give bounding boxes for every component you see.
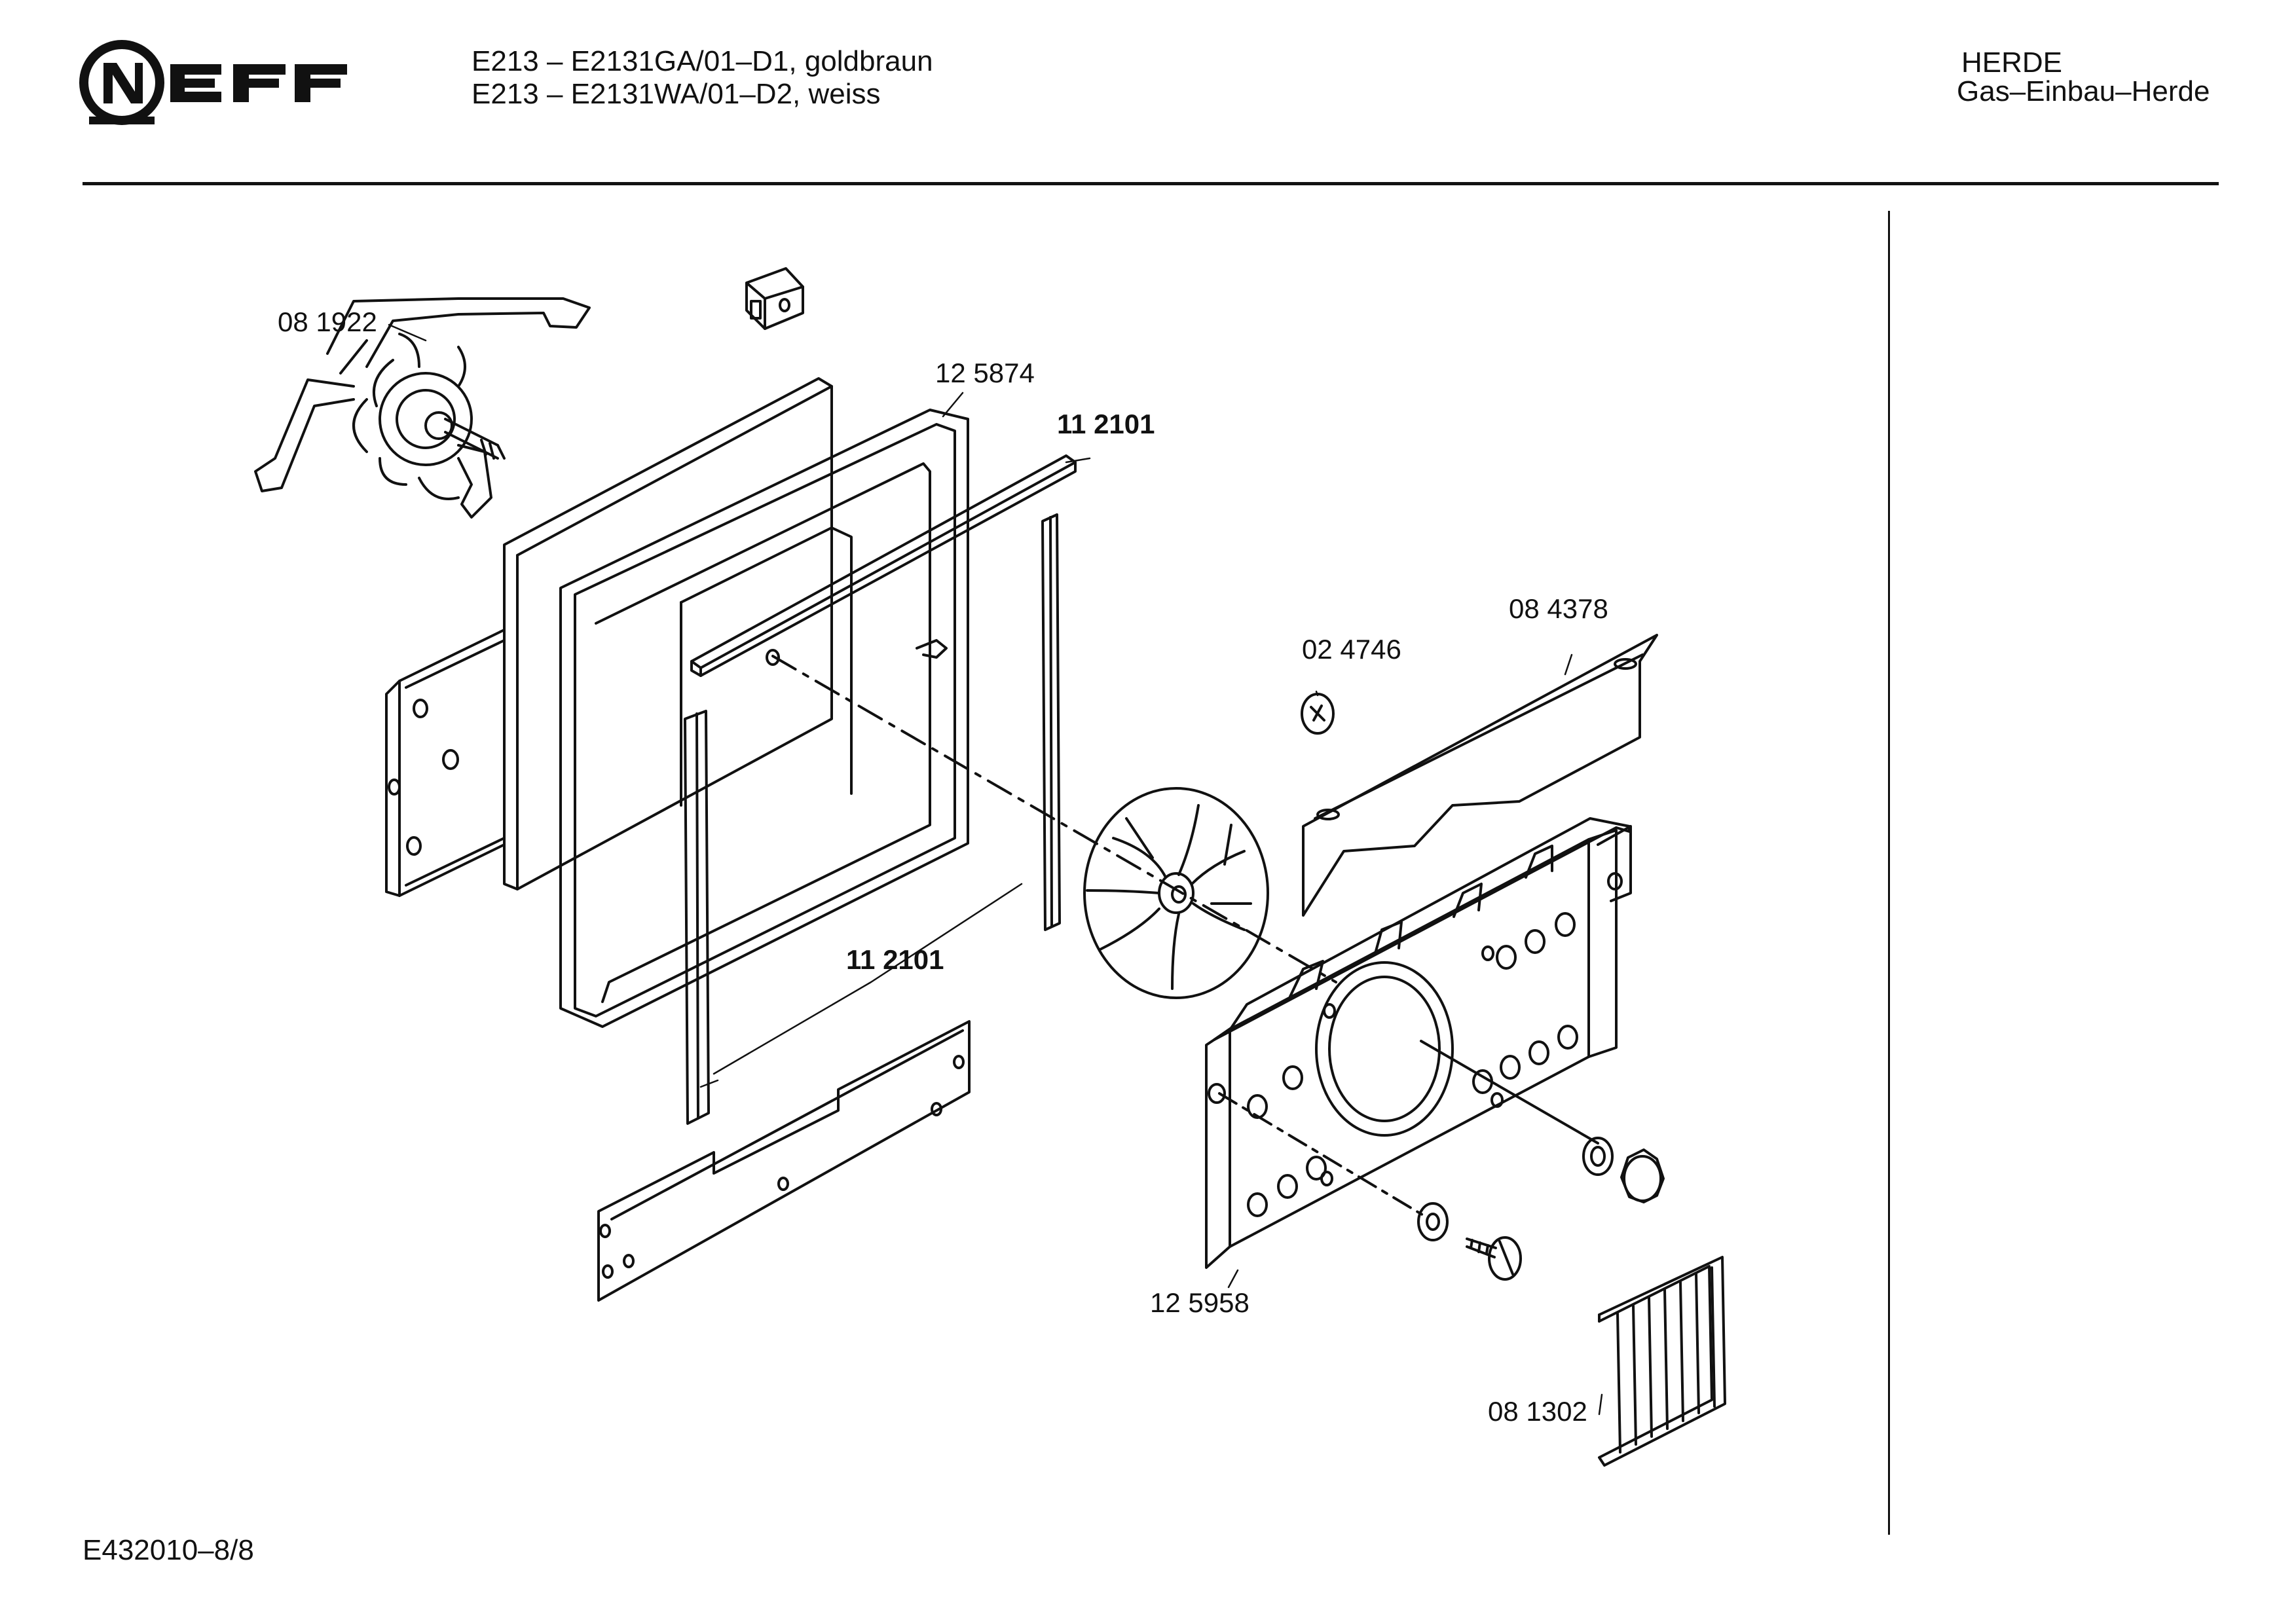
neff-logo-graphic bbox=[79, 40, 347, 125]
label-washer: 02 4746 bbox=[1302, 634, 1401, 665]
clip-block-part bbox=[745, 267, 804, 330]
label-side-seals: 11 2101 bbox=[846, 944, 944, 975]
door-frame-part bbox=[559, 409, 969, 1028]
side-seal-left-part bbox=[684, 710, 710, 1125]
assembly-axis-line bbox=[771, 655, 1337, 983]
margin-divider bbox=[1888, 211, 1890, 1535]
cover-strip-part bbox=[1302, 634, 1658, 917]
fan-wheel-part bbox=[1083, 787, 1269, 999]
header-divider bbox=[83, 182, 2219, 185]
top-seal-part bbox=[690, 454, 1077, 677]
subcategory-title: Gas–Einbau–Herde bbox=[1957, 75, 2210, 107]
left-side-plate-part bbox=[385, 629, 506, 897]
label-cover-strip: 08 4378 bbox=[1509, 593, 1608, 624]
label-leader-lines bbox=[388, 323, 1603, 1416]
category-title: HERDE bbox=[1961, 46, 2063, 79]
side-seal-right-part bbox=[1041, 513, 1061, 931]
screw-part bbox=[1417, 1202, 1522, 1281]
axis-hole bbox=[766, 649, 780, 666]
document-id: E432010–8/8 bbox=[83, 1534, 254, 1566]
fan-motor-part bbox=[254, 297, 591, 519]
model-line-1: E213 – E2131GA/01–D1, goldbraun bbox=[472, 45, 933, 77]
label-door-frame: 12 5874 bbox=[935, 357, 1035, 388]
label-motor: 08 1922 bbox=[278, 306, 377, 337]
screw-axis-line bbox=[1218, 1092, 1429, 1219]
washer-part bbox=[1301, 693, 1335, 735]
knob-part bbox=[1582, 1137, 1665, 1203]
label-top-seal: 11 2101 bbox=[1057, 409, 1155, 439]
label-back-plate: 12 5958 bbox=[1150, 1287, 1250, 1318]
label-grille: 08 1302 bbox=[1488, 1396, 1587, 1427]
neff-logo bbox=[77, 38, 352, 130]
model-line-2: E213 – E2131WA/01–D2, weiss bbox=[472, 78, 881, 110]
back-plate-part bbox=[1205, 817, 1632, 1269]
bottom-cover-strip-part bbox=[597, 1020, 971, 1302]
grille-part bbox=[1598, 1256, 1726, 1467]
glass-panel-part bbox=[503, 377, 833, 890]
knob-axis-line bbox=[1420, 1040, 1599, 1145]
